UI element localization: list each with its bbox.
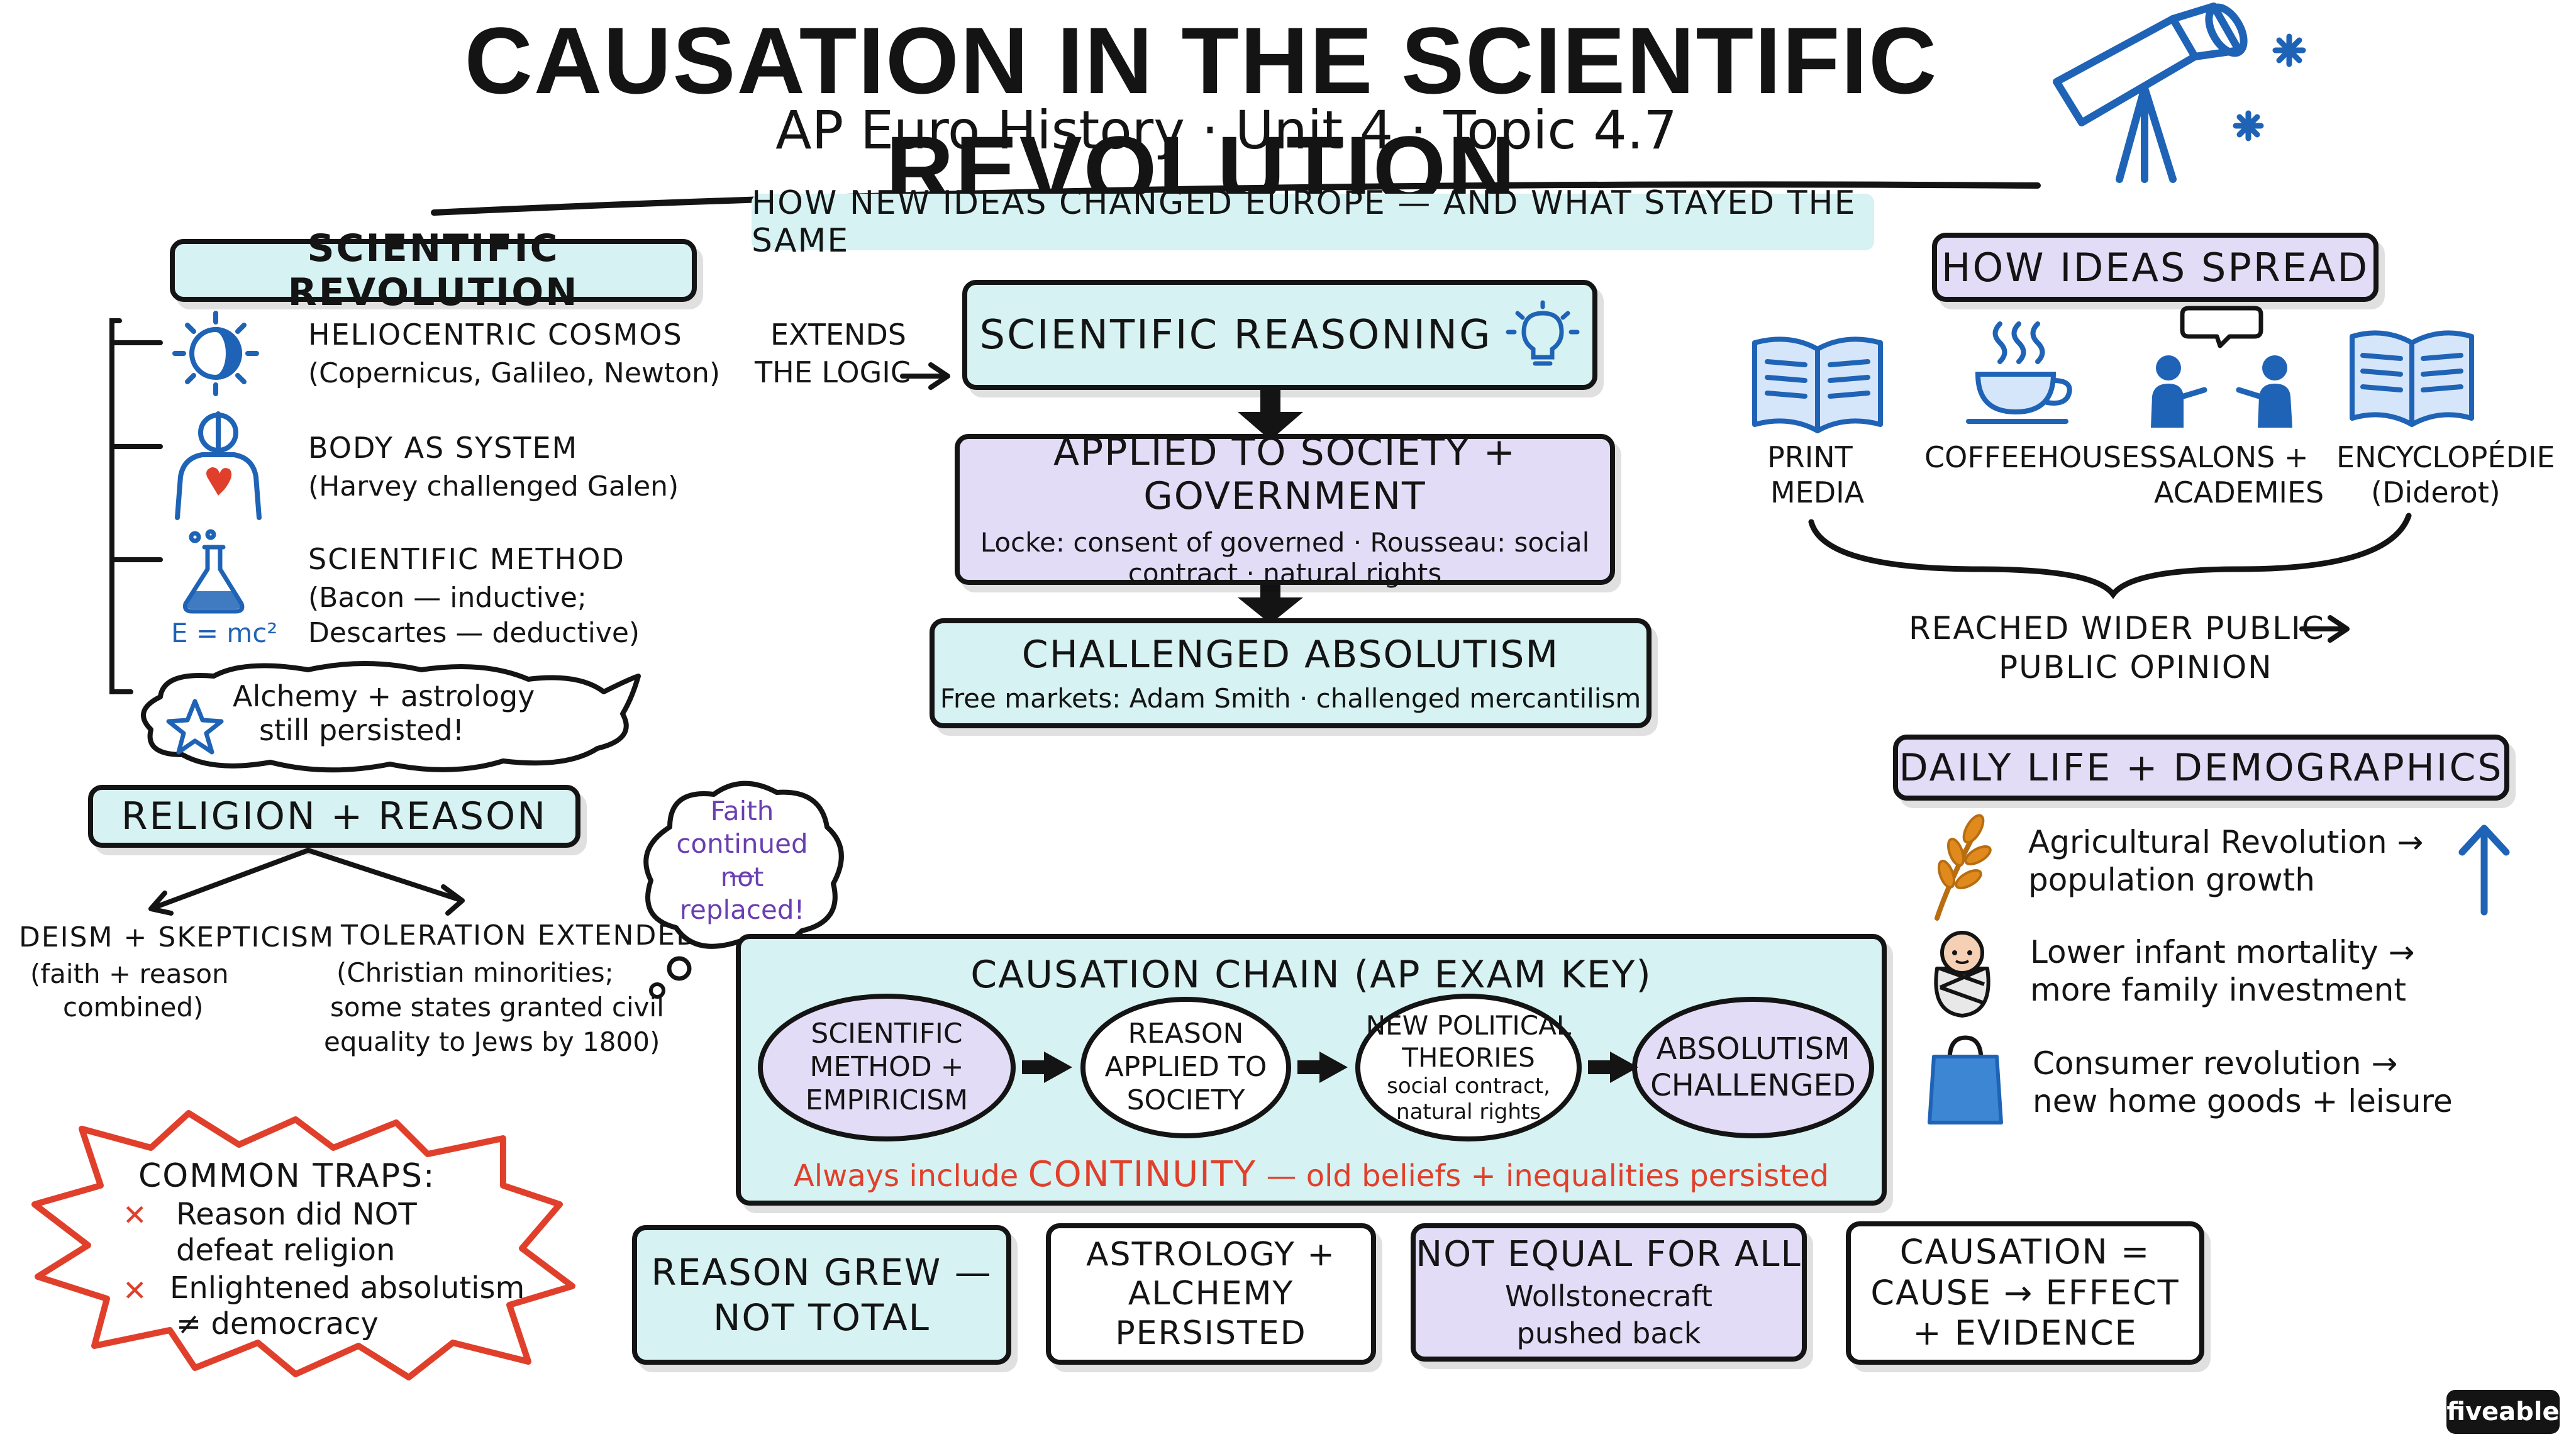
alchemy-cloud — [141, 661, 641, 773]
toleration-sub3: equality to Jews by 1800) — [324, 1026, 660, 1057]
deism-title: Deism + skepticism — [19, 921, 335, 953]
fiveable-logo: fiveable — [2446, 1390, 2560, 1434]
daily-item2-line1: Lower infant mortality → — [2030, 934, 2415, 970]
daily-item1-line2: population growth — [2028, 862, 2315, 898]
sparkle-icon — [2233, 33, 2306, 142]
common-traps-burst — [31, 1110, 575, 1380]
shopping-bag-icon — [1928, 1035, 2003, 1124]
deism-sub1: (faith + reason — [30, 958, 229, 989]
challenged-absolutism-line: Free markets: Adam Smith · challenged me… — [940, 683, 1641, 714]
trap-1-line2: defeat religion — [176, 1233, 396, 1268]
toleration-sub1: (Christian minorities; — [336, 957, 614, 988]
salons-line1: SALONS + — [2158, 440, 2309, 474]
applied-society-line1: Locke: consent of governed · Rousseau: s… — [980, 527, 1590, 558]
telescope-icon — [2053, 3, 2306, 183]
trap-x-mark-1: ✕ — [123, 1198, 147, 1232]
human-body-icon — [175, 411, 262, 520]
thought-line3: not — [720, 862, 764, 892]
trap-1-line1: Reason did NOT — [176, 1197, 417, 1232]
applied-society-box: Applied to society + government Locke: c… — [955, 430, 1615, 589]
trap-2-line1: Enlightened absolutism — [170, 1270, 525, 1306]
causation-definition-box: Causation =cause → effect+ evidence — [1846, 1221, 2204, 1365]
thought-line1: Faith — [710, 796, 774, 826]
common-traps-title: Common traps: — [138, 1157, 436, 1195]
daily-life-header: Daily life + demographics — [1893, 735, 2509, 801]
page-title: Causation in the Scientific Revolution — [464, 8, 1938, 222]
scientific-method-sub2: Descartes — deductive) — [308, 617, 640, 649]
coffeehouses-label: COFFEEHOUSES — [1924, 440, 2158, 474]
growth-up-arrow-icon — [2458, 824, 2510, 916]
reached-public-label: REACHED WIDER PUBLIC — [1909, 610, 2325, 647]
daily-item2-line2: more family investment — [2030, 972, 2406, 1008]
continuity-footer: Always include CONTINUITY — old beliefs … — [793, 1154, 1829, 1195]
extends-label-line2: THE LOGIC — [755, 355, 911, 389]
alchemy-cloud-line2: still persisted! — [259, 713, 465, 747]
encyclopedie-line1: ENCYCLOPÉDIE — [2336, 440, 2555, 474]
ideas-spread-header: How ideas spread — [1932, 233, 2379, 302]
body-system-title: Body as system — [308, 431, 579, 465]
body-system-sub: (Harvey challenged Galen) — [308, 470, 679, 502]
chain-step-reason-applied: Reasonapplied tosociety — [1080, 997, 1291, 1138]
reason-grew-box: Reason grew —not total — [632, 1225, 1011, 1365]
baby-icon — [1934, 931, 1990, 1018]
astrology-persisted-box: Astrology +alchemypersisted — [1046, 1223, 1376, 1365]
alchemy-cloud-line1: Alchemy + astrology — [233, 679, 535, 713]
chain-step-scientific-method: Scientificmethod +empiricism — [758, 994, 1016, 1141]
thought-line2: continued — — [676, 828, 808, 890]
scientific-reasoning-box: Scientific reasoning — [962, 280, 1597, 390]
toleration-sub2: some states granted civil — [330, 992, 664, 1023]
not-equal-box: Not equal for all Wollstonecraft pushed … — [1411, 1223, 1807, 1362]
thought-line4: replaced! — [679, 894, 805, 925]
trap-x-mark-2: ✕ — [123, 1274, 147, 1307]
religion-reason-header: Religion + Reason — [88, 785, 580, 848]
people-talking-icon — [2151, 306, 2292, 428]
sun-moon-icon — [172, 311, 259, 396]
chain-step-political-theories: New politicaltheories social contract,na… — [1355, 994, 1582, 1141]
applied-society-line2: contract · natural rights — [1128, 558, 1442, 589]
scientific-method-sub1: (Bacon — inductive; — [308, 582, 587, 614]
wheat-icon — [1935, 814, 1992, 921]
causation-chain-title: Causation chain (AP exam key) — [970, 953, 1652, 997]
chain-step-absolutism-challenged: Absolutismchallenged — [1632, 997, 1874, 1138]
daily-item3-line1: Consumer revolution → — [2033, 1045, 2398, 1082]
public-opinion-label: PUBLIC OPINION — [1999, 649, 2273, 686]
page-subtitle: AP Euro History · Unit 4 · Topic 4.7 — [775, 99, 1677, 161]
challenged-absolutism-title: Challenged absolutism — [1021, 633, 1560, 677]
toleration-title: Toleration extended — [341, 919, 699, 952]
coffee-cup-icon — [1966, 321, 2072, 424]
heliocentric-title: Heliocentric cosmos — [308, 318, 683, 352]
extends-label-line1: EXTENDS — [770, 318, 906, 352]
daily-item1-line1: Agricultural Revolution → — [2028, 824, 2424, 860]
deism-sub2: combined) — [63, 992, 204, 1023]
print-media-line1: PRINT — [1767, 440, 1853, 474]
star-icon — [166, 699, 224, 755]
faith-thought-bubble — [643, 780, 844, 999]
scientific-reasoning-label: Scientific reasoning — [979, 311, 1492, 358]
applied-society-title: Applied to society + government — [1053, 430, 1517, 518]
lightbulb-icon — [1506, 300, 1580, 365]
print-media-line2: MEDIA — [1770, 475, 1865, 509]
heliocentric-sub: (Copernicus, Galileo, Newton) — [308, 357, 721, 389]
scientific-method-title: Scientific method — [308, 542, 625, 576]
challenged-absolutism-box: Challenged absolutism Free markets: Adam… — [930, 618, 1652, 728]
salons-line2: ACADEMIES — [2154, 475, 2324, 509]
encyclopedie-line2: (Diderot) — [2371, 475, 2501, 509]
trap-2-line2: ≠ democracy — [176, 1306, 379, 1341]
emc2-formula: E = mc² — [171, 618, 278, 648]
open-book-icon — [1752, 336, 1883, 433]
book-icon — [2350, 330, 2474, 427]
daily-item3-line2: new home goods + leisure — [2033, 1083, 2453, 1119]
flask-icon — [183, 529, 245, 614]
